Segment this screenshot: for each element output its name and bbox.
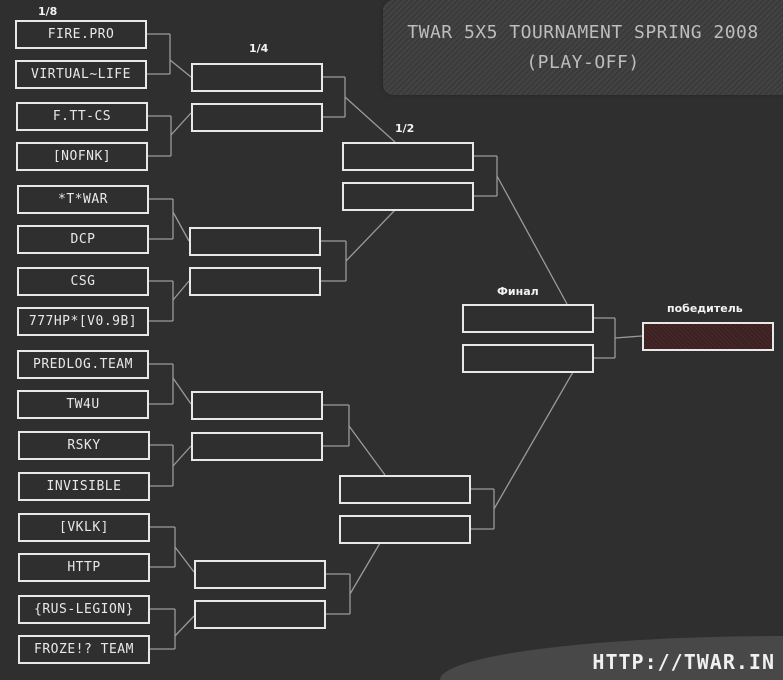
winner-slot — [642, 322, 774, 351]
connector-line — [349, 542, 381, 595]
team-slot-r16: [VKLK] — [18, 513, 150, 542]
round-label-winner: победитель — [667, 302, 743, 315]
team-slot-sf — [342, 182, 474, 211]
team-slot-r16: F.TT-CS — [16, 102, 148, 131]
team-slot-final — [462, 304, 594, 333]
team-slot-r16: PREDLOG.TEAM — [17, 350, 149, 379]
connector-line — [496, 175, 568, 305]
round-label-final: Финал — [497, 285, 539, 298]
connector-line — [174, 546, 195, 573]
team-slot-final — [462, 344, 594, 373]
round-label-sf: 1/2 — [395, 122, 415, 135]
connector-line — [493, 371, 574, 510]
team-slot-r16: 777HP*[V0.9B] — [17, 307, 149, 336]
team-slot-r16: INVISIBLE — [18, 472, 150, 501]
tournament-subtitle: (PLAY-OFF) — [526, 52, 640, 73]
connector-line — [344, 96, 396, 143]
team-slot-r16: HTTP — [18, 553, 150, 582]
team-slot-sf — [342, 142, 474, 171]
connector-line — [172, 377, 192, 405]
round-label-r16: 1/8 — [38, 5, 58, 18]
team-slot-qf — [194, 600, 326, 629]
team-slot-r16: RSKY — [18, 431, 150, 460]
team-slot-qf — [189, 267, 321, 296]
team-slot-r16: FIRE.PRO — [15, 20, 147, 49]
team-slot-r16: [NOFNK] — [16, 142, 148, 171]
connector-line — [345, 209, 396, 262]
team-slot-r16: *T*WAR — [17, 185, 149, 214]
team-slot-r16: {RUS-LEGION} — [18, 595, 150, 624]
site-url-link[interactable]: HTTP://TWAR.IN — [592, 650, 775, 674]
connector-line — [348, 425, 386, 476]
round-label-qf: 1/4 — [249, 42, 269, 55]
connector-line — [169, 59, 192, 78]
connector-line — [172, 445, 192, 467]
connector-line — [174, 615, 195, 637]
team-slot-r16: FROZE!? TEAM — [18, 635, 150, 664]
connector-line — [170, 112, 192, 136]
tournament-title: TWAR 5X5 TOURNAMENT SPRING 2008 — [407, 22, 759, 43]
team-slot-qf — [191, 391, 323, 420]
team-slot-qf — [194, 560, 326, 589]
connector-line — [172, 280, 190, 301]
connector-line — [614, 335, 643, 339]
team-slot-qf — [191, 432, 323, 461]
team-slot-r16: VIRTUAL~LIFE — [15, 60, 147, 89]
team-slot-r16: CSG — [17, 267, 149, 296]
team-slot-qf — [191, 103, 323, 132]
team-slot-sf — [339, 515, 471, 544]
team-slot-r16: TW4U — [17, 390, 149, 419]
connector-line — [172, 211, 190, 242]
team-slot-sf — [339, 475, 471, 504]
team-slot-qf — [191, 63, 323, 92]
team-slot-r16: DCP — [17, 225, 149, 254]
team-slot-qf — [189, 227, 321, 256]
title-panel: TWAR 5X5 TOURNAMENT SPRING 2008 (PLAY-OF… — [383, 0, 783, 95]
